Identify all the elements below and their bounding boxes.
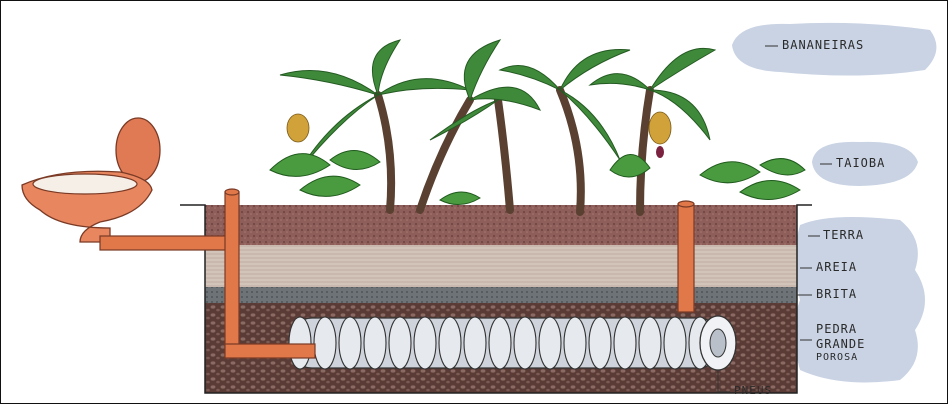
- label-pedra-3: POROSA: [816, 352, 858, 363]
- label-terra: TERRA: [823, 228, 864, 242]
- label-pedra-2: GRANDE: [816, 337, 865, 351]
- tire-chamber: [289, 316, 736, 370]
- toilet: [22, 118, 160, 242]
- label-pneus: PNEUS: [734, 384, 772, 397]
- label-taioba: TAIOBA: [836, 156, 885, 170]
- vent-pipe: [678, 201, 694, 312]
- taioba-plants: [270, 150, 805, 204]
- layer-terra: [205, 205, 797, 245]
- layer-areia: [205, 245, 797, 287]
- layer-brita: [205, 287, 797, 303]
- label-pedra-1: PEDRA: [816, 322, 857, 336]
- label-areia: AREIA: [816, 260, 857, 274]
- label-bananeiras: BANANEIRAS: [782, 38, 864, 52]
- label-brita: BRITA: [816, 287, 857, 301]
